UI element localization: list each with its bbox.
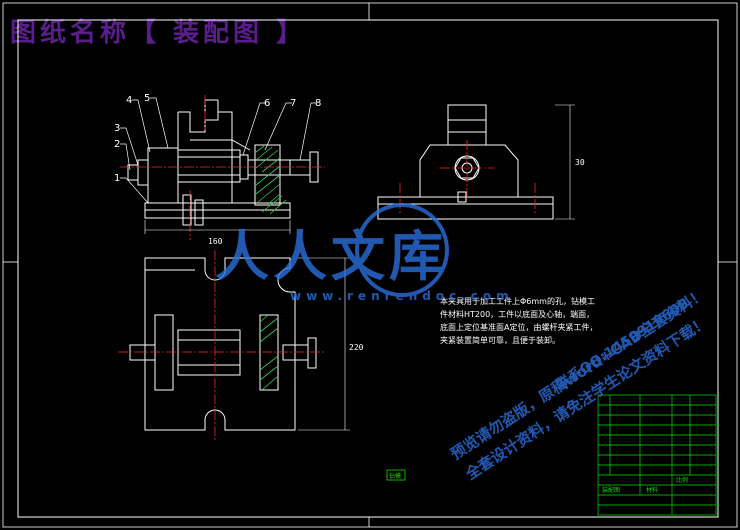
part-number-3: 3 xyxy=(114,123,120,134)
plan-height-dimension xyxy=(298,257,350,431)
side-view-centerlines xyxy=(399,140,536,215)
front-view-centerlines xyxy=(120,95,325,240)
watermark-url: www.renrendoc.com xyxy=(290,289,514,303)
title-block-material: 材料 xyxy=(646,486,658,494)
plan-view-hatch xyxy=(259,314,279,391)
part-leaders xyxy=(120,97,317,204)
front-width-dimension xyxy=(144,220,291,234)
technical-note-2: 件材料HT200，工件以底面及心轴，端面， xyxy=(440,309,594,319)
front-view xyxy=(127,99,319,226)
technical-note-4: 夹紧装置简单可靠，且便于装卸。 xyxy=(440,335,560,345)
technical-note-1: 本夹具用于加工工件上Φ6mm的孔，钻模工 xyxy=(440,296,595,306)
drawing-title: 图纸名称【 装配图 】 xyxy=(10,18,307,48)
part-number-4: 4 xyxy=(126,95,132,106)
part-number-1: 1 xyxy=(114,173,120,184)
part-number-5: 5 xyxy=(144,93,150,104)
plan-view-centerlines xyxy=(118,250,325,440)
drawing-tag-box xyxy=(386,469,406,481)
plan-view xyxy=(129,257,317,431)
title-block-scale: 比例 xyxy=(676,476,688,484)
front-view-hatch xyxy=(255,145,287,215)
plan-height-label: 220 xyxy=(349,343,364,352)
side-height-dimension xyxy=(555,104,575,220)
title-block xyxy=(597,394,717,516)
inner-border xyxy=(17,19,719,518)
title-block-assembly: 装配图 xyxy=(602,486,620,494)
watermark-logo-text: 人人文库 xyxy=(215,225,447,288)
part-number-2: 2 xyxy=(114,139,120,150)
part-number-7: 7 xyxy=(290,98,296,109)
technical-note-3: 底面上定位基准面A定位，由螺杆夹紧工件， xyxy=(440,322,597,332)
part-number-6: 6 xyxy=(264,98,270,109)
watermark-logo-circle xyxy=(355,203,449,297)
front-width-label: 160 xyxy=(208,237,223,246)
side-view xyxy=(377,104,554,220)
drawing-tag-label: 钻模 xyxy=(389,472,401,480)
side-height-label: 30 xyxy=(575,158,585,167)
part-number-8: 8 xyxy=(315,98,321,109)
